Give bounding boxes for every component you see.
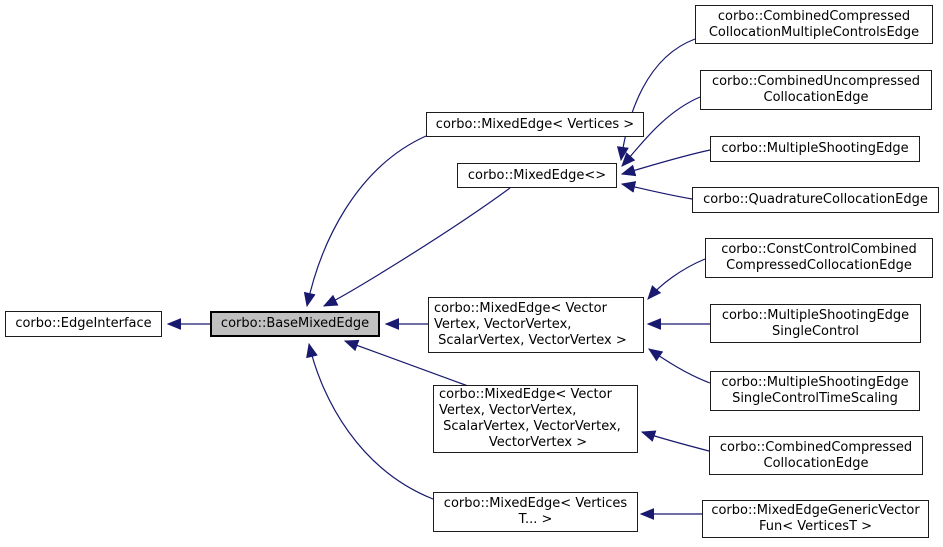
node-label: corbo::ConstControlCombined — [721, 242, 917, 257]
edge-mixededge-empty-to-basemixededge — [322, 187, 511, 307]
node-label: SingleControl — [772, 323, 859, 339]
node-label: Fun< VerticesT > — [758, 519, 873, 534]
edge-combinedcompressedmultiplecontrols-to-mixededge-empty — [616, 38, 696, 162]
node-mixed-edge-verticest[interactable]: corbo::MixedEdge< Vertices T... > — [433, 492, 638, 532]
node-quadrature-collocation-edge[interactable]: corbo::QuadratureCollocationEdge — [692, 187, 939, 213]
node-label: CollocationEdge — [763, 455, 869, 471]
node-const-control-combined-compressed-collocation-edge[interactable]: corbo::ConstControlCombined CompressedCo… — [705, 238, 933, 278]
node-label: corbo::MixedEdge< Vertices — [443, 496, 628, 511]
node-label: corbo::EdgeInterface — [15, 316, 152, 331]
edge-mixededge-verticest-to-basemixededge — [306, 342, 434, 500]
node-label: corbo::MixedEdge< Vertices > — [435, 116, 635, 132]
node-label: Vertex, VectorVertex, — [439, 403, 577, 418]
node-label: corbo::MixedEdgeGenericVector — [711, 503, 920, 518]
node-multiple-shooting-edge-single-control[interactable]: corbo::MultipleShootingEdge SingleContro… — [710, 304, 921, 343]
node-label: ScalarVertex, VectorVertex > — [434, 333, 627, 348]
edge-multipleshooting-to-mixededge-empty — [620, 149, 711, 177]
node-label: corbo::BaseMixedEdge — [220, 316, 370, 331]
node-label: corbo::MultipleShootingEdge — [721, 307, 910, 323]
edge-constcontrolcombined-to-mixededge-4args — [647, 258, 706, 300]
node-label: corbo::CombinedCompressed — [717, 8, 911, 24]
node-mixed-edge-generic-vector-fun[interactable]: corbo::MixedEdgeGenericVector Fun< Verti… — [702, 500, 929, 538]
node-label: CollocationMultipleControlsEdge — [708, 24, 920, 40]
node-mixed-edge-4args[interactable]: corbo::MixedEdge< Vector Vertex, VectorV… — [428, 297, 644, 353]
node-label: T... > — [518, 512, 553, 527]
node-label: corbo::MultipleShootingEdge — [721, 141, 909, 156]
node-label: corbo::MultipleShootingEdge — [721, 375, 909, 390]
edge-combinedcompressed-to-mixededge-5args — [640, 430, 710, 452]
node-multiple-shooting-edge[interactable]: corbo::MultipleShootingEdge — [710, 136, 920, 162]
edge-mixededge-vertices-to-basemixededge — [303, 135, 427, 308]
node-label: corbo::QuadratureCollocationEdge — [703, 192, 928, 207]
node-label: corbo::CombinedCompressed — [719, 439, 913, 455]
node-combined-compressed-collocation-multiple-controls-edge[interactable]: corbo::CombinedCompressed CollocationMul… — [695, 5, 933, 44]
node-label: corbo::MixedEdge< Vector — [434, 301, 607, 316]
node-combined-compressed-collocation-edge[interactable]: corbo::CombinedCompressed CollocationEdg… — [709, 436, 923, 475]
node-combined-uncompressed-collocation-edge[interactable]: corbo::CombinedUncompressed CollocationE… — [700, 70, 932, 110]
node-base-mixed-edge: corbo::BaseMixedEdge — [210, 311, 380, 337]
edge-combineduncompressed-to-mixededge-empty — [621, 96, 701, 167]
node-label: CompressedCollocationEdge — [726, 258, 912, 273]
node-label: Vertex, VectorVertex, — [434, 317, 572, 332]
node-label: VectorVertex > — [488, 435, 588, 450]
node-mixed-edge-5args[interactable]: corbo::MixedEdge< Vector Vertex, VectorV… — [433, 385, 638, 453]
node-label: CollocationEdge — [763, 90, 869, 105]
node-label: corbo::MixedEdge< Vector — [439, 387, 612, 402]
edge-quadraturecollocation-to-mixededge-empty — [620, 181, 693, 200]
node-mixed-edge-vertices[interactable]: corbo::MixedEdge< Vertices > — [426, 112, 644, 137]
node-label: SingleControlTimeScaling — [732, 391, 898, 406]
edge-mixededge-5args-to-basemixededge — [343, 339, 469, 387]
node-mixed-edge-empty[interactable]: corbo::MixedEdge<> — [457, 163, 617, 188]
edge-mssinglecontroltimescaling-to-mixededge-4args — [648, 348, 711, 384]
node-label: corbo::CombinedUncompressed — [711, 74, 921, 89]
node-label: corbo::MixedEdge<> — [467, 167, 607, 183]
node-edge-interface[interactable]: corbo::EdgeInterface — [5, 311, 162, 337]
node-multiple-shooting-edge-single-control-time-scaling[interactable]: corbo::MultipleShootingEdge SingleContro… — [710, 371, 920, 411]
node-label: ScalarVertex, VectorVertex, — [439, 419, 621, 434]
